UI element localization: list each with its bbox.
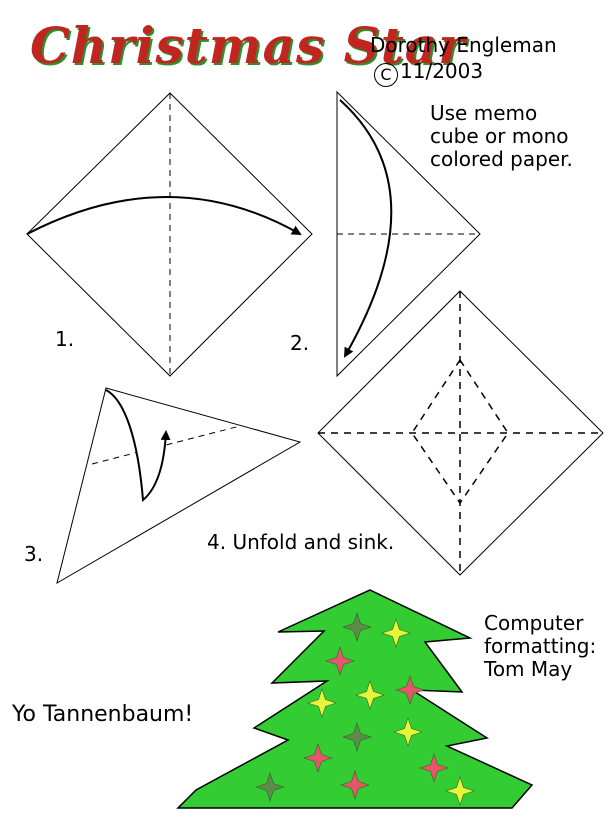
ornament-star-icon (419, 753, 449, 783)
step4-diagram (317, 290, 604, 576)
copyright-date: 11/2003 (400, 59, 484, 83)
step4-square (317, 290, 604, 576)
step1-label: 1. (55, 327, 75, 351)
ornament-star-icon (307, 688, 337, 718)
ornament-star-icon (381, 618, 411, 648)
formatting-credit: Computer formatting: Tom May (484, 611, 597, 681)
ornament-star-icon (325, 646, 355, 676)
christmas-tree (176, 589, 534, 809)
step2-diagram (336, 90, 481, 378)
author-name: Dorothy Engleman (370, 33, 557, 57)
ornament-star-icon (303, 743, 333, 773)
step4-label: 4. Unfold and sink. (207, 530, 395, 554)
step2-fold-arrow (339, 99, 393, 358)
step1-fold-arrow (26, 196, 302, 235)
ornament-star-icon (255, 772, 285, 802)
copyright-icon: C (374, 63, 398, 87)
ornament-star-icon (445, 776, 475, 806)
ornament-star-icon (395, 675, 425, 705)
step3-diagram (56, 387, 302, 585)
step3-triangle (56, 387, 302, 585)
step3-label: 3. (24, 542, 44, 566)
ornament-star-icon (340, 770, 370, 800)
ornament-star-icon (342, 722, 372, 752)
step3-crease (91, 425, 241, 465)
tree-ornaments (255, 612, 475, 806)
slogan: Yo Tannenbaum! (12, 702, 194, 727)
step2-label: 2. (290, 331, 310, 355)
paper-note: Use memo cube or mono colored paper. (430, 101, 573, 171)
ornament-star-icon (393, 717, 423, 747)
step1-square (26, 92, 313, 377)
ornament-star-icon (355, 680, 385, 710)
ornament-star-icon (342, 612, 372, 642)
step3-flap (105, 389, 171, 503)
step4-inner-rhombus (411, 358, 509, 505)
tree-shape (176, 589, 534, 809)
step1-diagram (26, 92, 313, 377)
